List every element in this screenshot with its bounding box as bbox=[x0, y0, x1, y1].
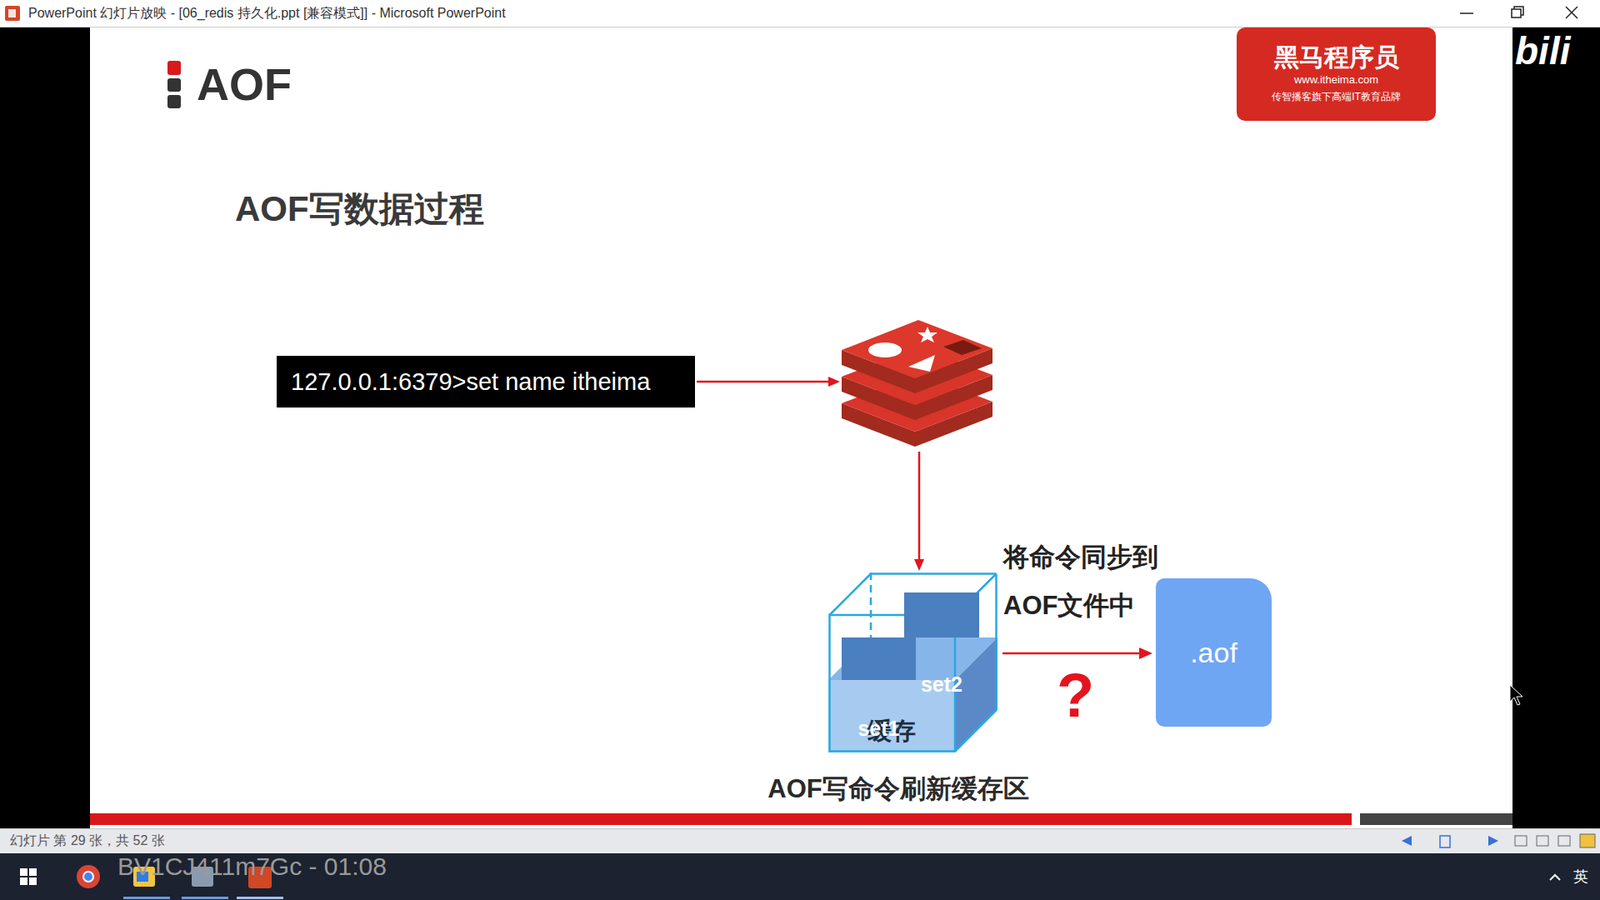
ime-indicator: 英 bbox=[1573, 867, 1589, 886]
command-block: set1 bbox=[841, 637, 916, 680]
command-name: set1 bbox=[848, 708, 910, 749]
flow-connector bbox=[1002, 647, 1153, 660]
arrow-head bbox=[1139, 647, 1153, 660]
slide-red-bar bbox=[90, 813, 1352, 825]
connector-line bbox=[1002, 652, 1141, 655]
slide-heading: AOF bbox=[196, 58, 292, 110]
window-buttons bbox=[1460, 6, 1578, 19]
logo-text: 传智播客旗下高端IT教育品牌 bbox=[1271, 87, 1401, 106]
logo-text: www.itheima.com bbox=[1294, 72, 1379, 88]
logo-text: 黑马程序员 bbox=[1274, 42, 1400, 73]
flow-arrows bbox=[696, 376, 925, 571]
app-icon bbox=[5, 5, 20, 21]
watermark: bili bbox=[1515, 28, 1570, 75]
status-bar bbox=[0, 828, 1600, 855]
redis-logo bbox=[841, 320, 993, 447]
status-icons bbox=[1401, 834, 1595, 848]
aof-file: .aof bbox=[1155, 578, 1272, 727]
file-name: .aof bbox=[1190, 636, 1238, 670]
command-text: 127.0.0.1:6379>set name itheima bbox=[290, 368, 650, 396]
cache-caption: AOF写命令刷新缓存区 bbox=[767, 773, 1029, 805]
question-mark: ? bbox=[1056, 658, 1095, 733]
mouse-cursor bbox=[1510, 685, 1523, 705]
video-watermark: BV1CJ411m7Gc - 01:08 bbox=[117, 851, 387, 882]
command-box: 127.0.0.1:6379>set name itheima bbox=[276, 355, 695, 408]
app-icon-inner bbox=[8, 9, 16, 18]
slide-subtitle: AOF写数据过程 bbox=[235, 188, 485, 230]
brand-logo: 黑马程序员www.itheima.com传智播客旗下高端IT教育品牌 bbox=[1236, 27, 1436, 121]
heading-marker bbox=[167, 60, 181, 109]
slide-grey-bar bbox=[1360, 813, 1513, 825]
command-block: set2 bbox=[904, 592, 980, 638]
connector-label: 将命令同步到 AOF文件中 bbox=[1003, 533, 1175, 630]
window-title: PowerPoint 幻灯片放映 - [06_redis 持久化.ppt [兼容… bbox=[28, 5, 506, 21]
command-name: set2 bbox=[910, 664, 973, 705]
status-text: 幻灯片 第 29 张，共 52 张 bbox=[10, 832, 165, 849]
cache-cube-box: 缓存set2set1 bbox=[828, 572, 998, 753]
slide-ground bbox=[90, 27, 1513, 829]
